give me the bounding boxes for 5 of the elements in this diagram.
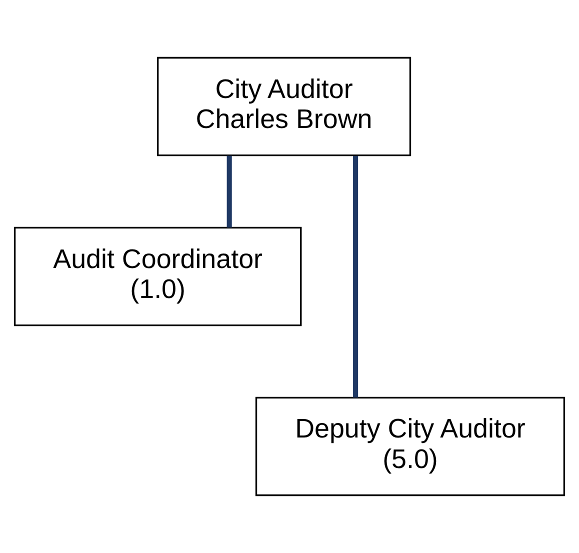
connector	[353, 156, 358, 398]
node-box: City Auditor Charles Brown	[156, 56, 412, 156]
connector	[226, 156, 232, 228]
node-box: Deputy City Auditor (5.0)	[255, 396, 566, 496]
node-box: Audit Coordinator (1.0)	[14, 226, 302, 326]
